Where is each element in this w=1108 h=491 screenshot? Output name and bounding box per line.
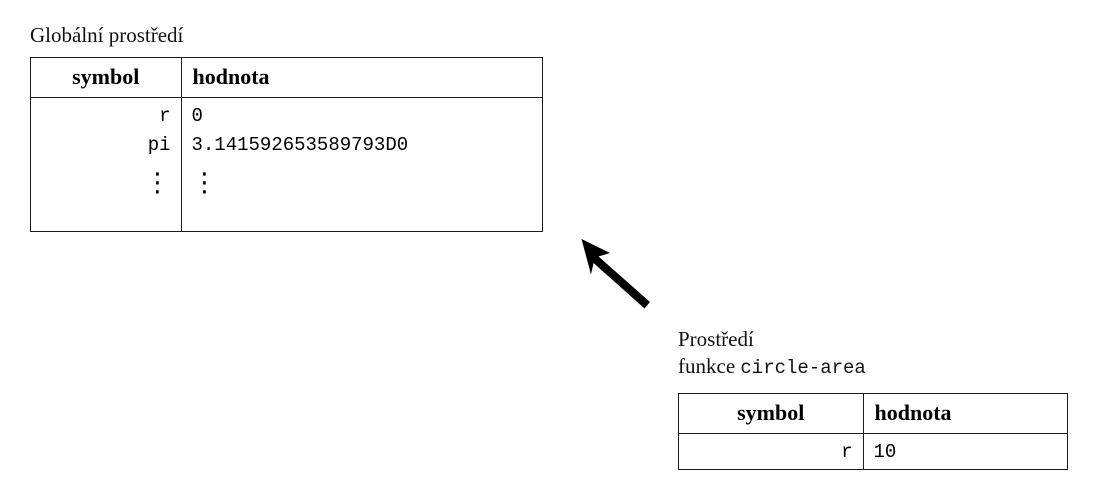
column-header-symbol: symbol — [31, 58, 182, 98]
column-header-hodnota: hodnota — [181, 58, 542, 98]
column-header-hodnota: hodnota — [863, 394, 1067, 434]
local-caption-function-name: circle-area — [740, 357, 866, 379]
table-body-row: r 10 — [679, 433, 1067, 469]
symbol-cells: r pi ⋮ — [31, 97, 182, 231]
hodnota-cells: 0 3.141592653589793D0 ⋮ — [181, 97, 542, 231]
hodnota-cells: 10 — [863, 433, 1067, 469]
parent-environment-arrow-icon — [581, 239, 650, 309]
table-body-row: r pi ⋮ 0 3.141592653589793D0 ⋮ — [31, 97, 542, 231]
local-environment-table: symbol hodnota r 10 — [678, 393, 1068, 470]
local-environment-caption: Prostředí funkce circle-area — [678, 326, 866, 382]
symbol-value-r: r — [841, 440, 853, 463]
symbol-value-pi: pi — [147, 133, 171, 156]
table-header-row: symbol hodnota — [31, 58, 542, 98]
global-environment-caption: Globální prostředí — [30, 23, 184, 47]
column-header-symbol: symbol — [679, 394, 864, 434]
table-header-row: symbol hodnota — [679, 394, 1067, 434]
symbol-ellipsis-icon: ⋮ — [144, 166, 171, 197]
local-caption-line-2: funkce circle-area — [678, 353, 866, 382]
symbol-value-r: r — [159, 104, 171, 127]
symbol-cells: r — [679, 433, 864, 469]
hodnota-value-r: 0 — [191, 104, 203, 127]
hodnota-ellipsis-icon: ⋮ — [191, 166, 218, 197]
local-caption-prefix: funkce — [678, 354, 741, 378]
hodnota-value-pi: 3.141592653589793D0 — [191, 133, 409, 156]
local-caption-line-1: Prostředí — [678, 327, 754, 351]
hodnota-value-r: 10 — [873, 440, 897, 463]
global-environment-table: symbol hodnota r pi ⋮ 0 3.14159265358979… — [30, 57, 543, 232]
